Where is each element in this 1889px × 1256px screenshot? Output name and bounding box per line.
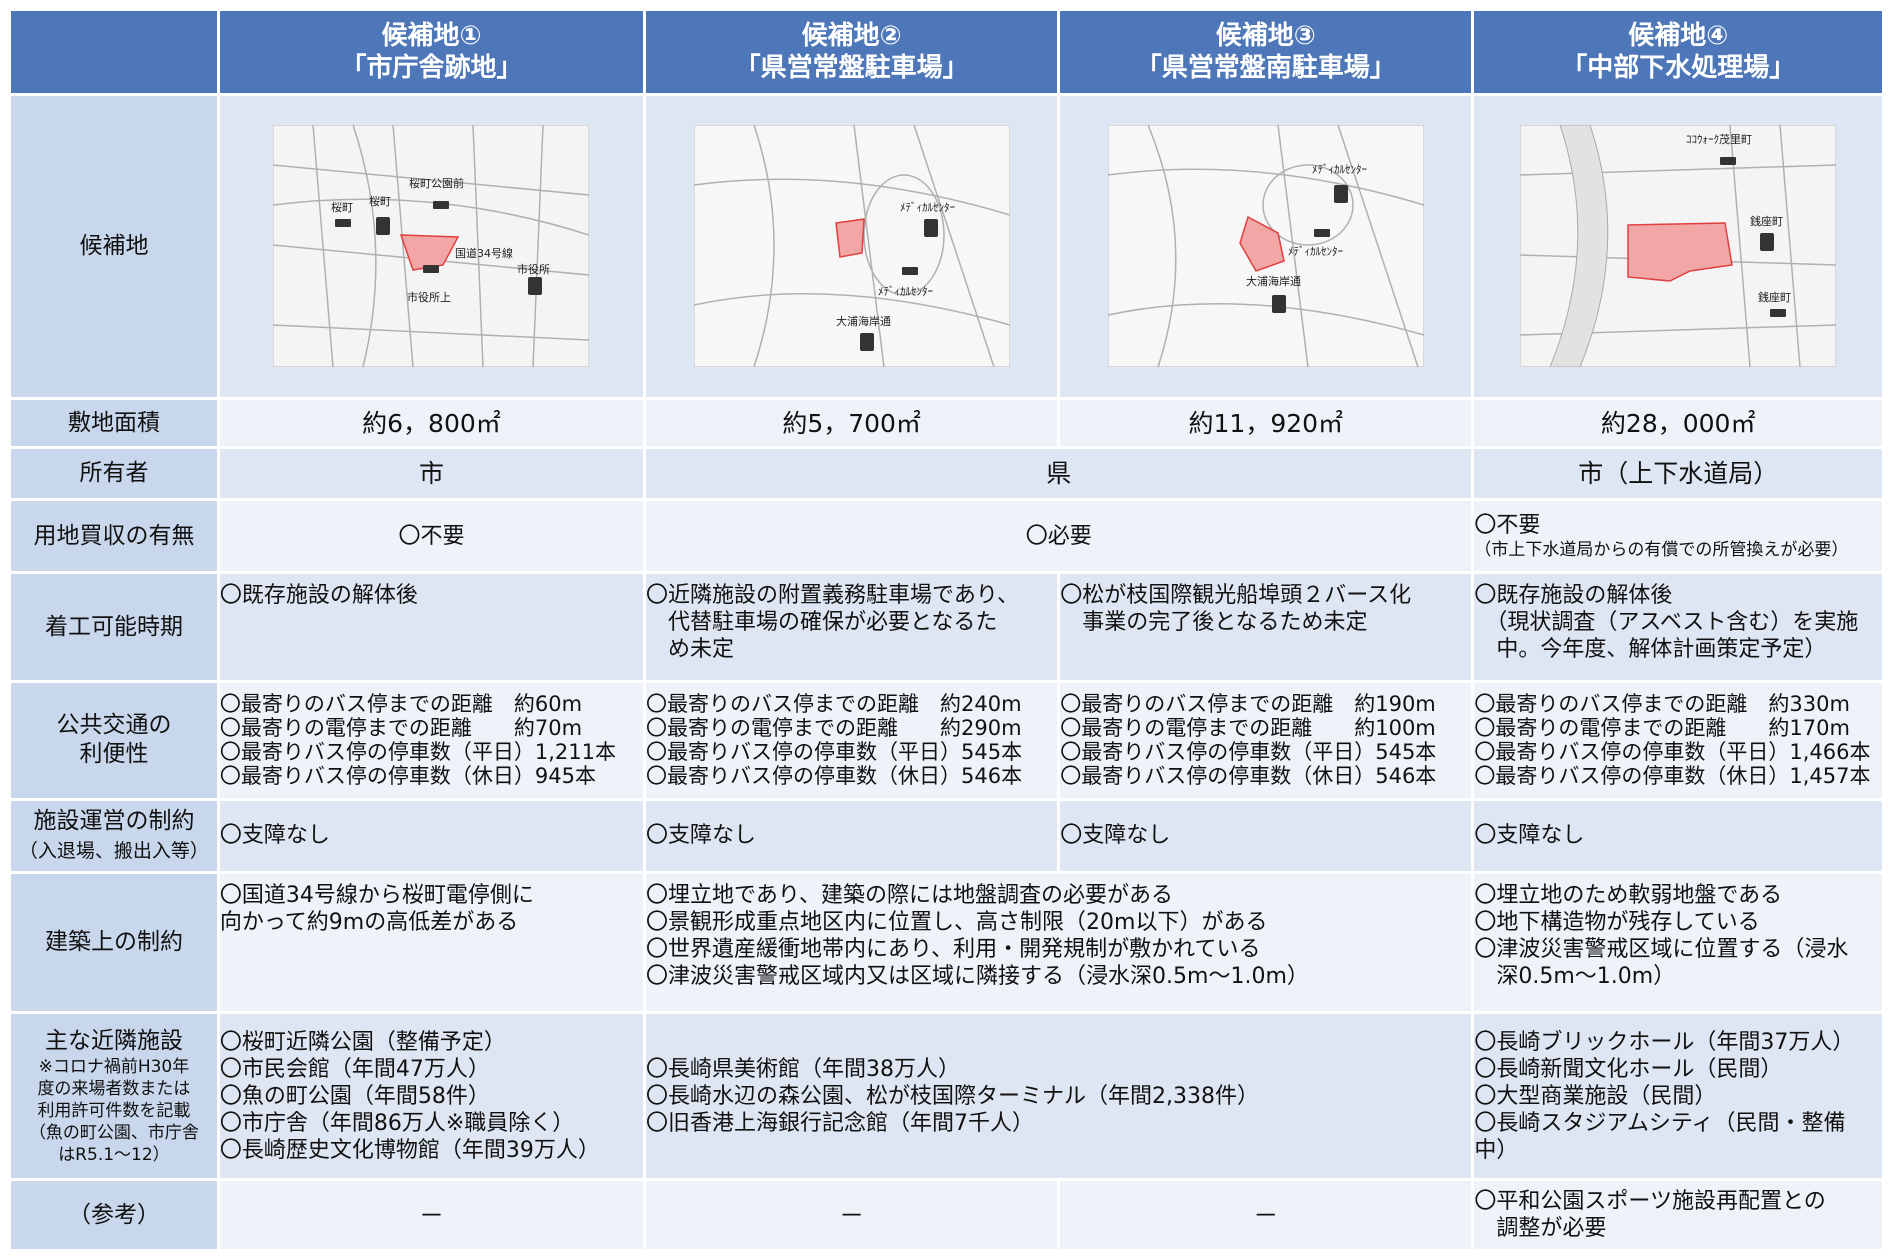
reference-value-1: － (216, 1178, 647, 1252)
site-map-2: ﾒﾃﾞｨｶﾙｾﾝﾀｰ ﾒﾃﾞｨｶﾙｾﾝﾀｰ 大浦海岸通 (643, 92, 1061, 400)
transit-value-1: 〇最寄りのバス停までの距離 約60m 〇最寄りの電停までの距離 約70m 〇最寄… (216, 679, 647, 801)
area-value-3: 約11，920㎡ (1057, 396, 1475, 450)
site-map-4: ｺｺｳｫｰｸ茂里町 銭座町 銭座町 (1471, 92, 1885, 400)
map1-label-2: 桜町 (369, 194, 391, 208)
purchase-value-4: 〇不要 （市上下水道局からの有償での所管換えが必要） (1471, 498, 1885, 575)
label-building: 建築上の制約 (8, 870, 220, 1014)
purchase-value-2-3: 〇必要 (643, 498, 1475, 575)
building-value-4: 〇埋立地のため軟弱地盤である 〇地下構造物が残存している 〇津波災害警戒区域に位… (1471, 870, 1885, 1014)
map3-label-0: ﾒﾃﾞｨｶﾙｾﾝﾀｰ (1312, 163, 1367, 176)
label-reference: （参考） (8, 1178, 220, 1252)
header-candidate-2: 候補地②「県営常盤駐車場」 (643, 8, 1061, 96)
reference-value-4: 〇平和公園スポーツ施設再配置との 調整が必要 (1471, 1178, 1885, 1252)
building-value-1: 〇国道34号線から桜町電停側に 向かって約9mの高低差がある (216, 870, 647, 1014)
header-candidate-3: 候補地③「県営常盤南駐車場」 (1057, 8, 1475, 96)
nearby-value-1: 〇桜町近隣公園（整備予定） 〇市民会館（年間47万人） 〇魚の町公園（年間58件… (216, 1010, 647, 1182)
start-value-3: 〇松が枝国際観光船埠頭２バース化 事業の完了後となるため未定 (1057, 571, 1475, 683)
row-nearby: 主な近隣施設 ※コロナ禍前H30年 度の来場者数または 利用許可件数を記載 （魚… (8, 1010, 1885, 1182)
header-corner (8, 8, 220, 96)
map-candidate-1: 桜町公園前 桜町 桜町 国道34号線 市役所 市役所上 (273, 125, 590, 368)
map1-label-3: 国道34号線 (455, 246, 513, 260)
label-area: 敷地面積 (8, 396, 220, 450)
map1-label-5: 市役所上 (407, 290, 451, 304)
header-candidate-4: 候補地④「中部下水処理場」 (1471, 8, 1885, 96)
row-start: 着工可能時期 〇既存施設の解体後 〇近隣施設の附置義務駐車場であり、 代替駐車場… (8, 571, 1885, 683)
row-operation: 施設運営の制約（入退場、搬出入等） 〇支障なし 〇支障なし 〇支障なし 〇支障な… (8, 797, 1885, 874)
label-operation: 施設運営の制約（入退場、搬出入等） (8, 797, 220, 874)
map4-label-0: ｺｺｳｫｰｸ茂里町 (1686, 132, 1752, 146)
row-purchase: 用地買収の有無 〇不要 〇必要 〇不要 （市上下水道局からの有償での所管換えが必… (8, 498, 1885, 575)
purchase-value-4-main: 〇不要 (1474, 512, 1541, 538)
row-transit: 公共交通の利便性 〇最寄りのバス停までの距離 約60m 〇最寄りの電停までの距離… (8, 679, 1885, 801)
label-purchase: 用地買収の有無 (8, 498, 220, 575)
map2-label-1: ﾒﾃﾞｨｶﾙｾﾝﾀｰ (878, 285, 933, 298)
label-owner: 所有者 (8, 446, 220, 502)
nearby-value-4: 〇長崎ブリックホール（年間37万人） 〇長崎新聞文化ホール（民間） 〇大型商業施… (1471, 1010, 1885, 1182)
row-area: 敷地面積 約6，800㎡ 約5，700㎡ 約11，920㎡ 約28，000㎡ (8, 396, 1885, 450)
operation-value-4: 〇支障なし (1471, 797, 1885, 874)
owner-value-4: 市（上下水道局） (1471, 446, 1885, 502)
operation-value-2: 〇支障なし (643, 797, 1061, 874)
area-value-1: 約6，800㎡ (216, 396, 647, 450)
start-value-1: 〇既存施設の解体後 (216, 571, 647, 683)
comparison-table: 候補地①「市庁舎跡地」 候補地②「県営常盤駐車場」 候補地③「県営常盤南駐車場」… (8, 8, 1885, 1252)
map3-label-1: ﾒﾃﾞｨｶﾙｾﾝﾀｰ (1288, 245, 1343, 258)
map2-label-0: ﾒﾃﾞｨｶﾙｾﾝﾀｰ (900, 201, 955, 214)
start-value-2: 〇近隣施設の附置義務駐車場であり、 代替駐車場の確保が必要となるた め未定 (643, 571, 1061, 683)
nearby-value-2-3: 〇長崎県美術館（年間38万人） 〇長崎水辺の森公園、松が枝国際ターミナル（年間2… (643, 1010, 1475, 1182)
site-map-1: 桜町公園前 桜町 桜町 国道34号線 市役所 市役所上 (216, 92, 647, 400)
row-owner: 所有者 市 県 市（上下水道局） (8, 446, 1885, 502)
map3-label-2: 大浦海岸通 (1246, 274, 1301, 288)
label-transit: 公共交通の利便性 (8, 679, 220, 801)
row-building: 建築上の制約 〇国道34号線から桜町電停側に 向かって約9mの高低差がある 〇埋… (8, 870, 1885, 1014)
map1-label-4: 市役所 (517, 262, 550, 276)
operation-value-3: 〇支障なし (1057, 797, 1475, 874)
site-map-3: ﾒﾃﾞｨｶﾙｾﾝﾀｰ ﾒﾃﾞｨｶﾙｾﾝﾀｰ 大浦海岸通 (1057, 92, 1475, 400)
reference-value-2: － (643, 1178, 1061, 1252)
area-value-4: 約28，000㎡ (1471, 396, 1885, 450)
map1-label-1: 桜町 (331, 200, 353, 214)
map-candidate-3: ﾒﾃﾞｨｶﾙｾﾝﾀｰ ﾒﾃﾞｨｶﾙｾﾝﾀｰ 大浦海岸通 (1107, 125, 1424, 368)
operation-value-1: 〇支障なし (216, 797, 647, 874)
area-value-2: 約5，700㎡ (643, 396, 1061, 450)
row-reference: （参考） － － － 〇平和公園スポーツ施設再配置との 調整が必要 (8, 1178, 1885, 1252)
owner-value-1: 市 (216, 446, 647, 502)
label-start: 着工可能時期 (8, 571, 220, 683)
owner-value-2-3: 県 (643, 446, 1475, 502)
map2-label-2: 大浦海岸通 (836, 314, 891, 328)
row-site: 候補地 桜町公園前 桜町 桜町 国道34号線 市役所 市役所上 (8, 92, 1885, 400)
map4-label-2: 銭座町 (1758, 290, 1791, 304)
transit-value-4: 〇最寄りのバス停までの距離 約330m 〇最寄りの電停までの距離 約170m 〇… (1471, 679, 1885, 801)
purchase-value-4-note: （市上下水道局からの有償での所管換えが必要） (1474, 539, 1849, 560)
label-site: 候補地 (8, 92, 220, 400)
map1-label-0: 桜町公園前 (409, 176, 464, 190)
building-value-2-3: 〇埋立地であり、建築の際には地盤調査の必要がある 〇景観形成重点地区内に位置し、… (643, 870, 1475, 1014)
reference-value-3: － (1057, 1178, 1475, 1252)
map-candidate-4: ｺｺｳｫｰｸ茂里町 銭座町 銭座町 (1520, 125, 1837, 368)
transit-value-3: 〇最寄りのバス停までの距離 約190m 〇最寄りの電停までの距離 約100m 〇… (1057, 679, 1475, 801)
start-value-4: 〇既存施設の解体後 （現状調査（アスベスト含む）を実施 中。今年度、解体計画策定… (1471, 571, 1885, 683)
header-row: 候補地①「市庁舎跡地」 候補地②「県営常盤駐車場」 候補地③「県営常盤南駐車場」… (8, 8, 1885, 96)
label-nearby: 主な近隣施設 ※コロナ禍前H30年 度の来場者数または 利用許可件数を記載 （魚… (8, 1010, 220, 1182)
transit-value-2: 〇最寄りのバス停までの距離 約240m 〇最寄りの電停までの距離 約290m 〇… (643, 679, 1061, 801)
purchase-value-1: 〇不要 (216, 498, 647, 575)
map4-label-1: 銭座町 (1750, 214, 1783, 228)
map-candidate-2: ﾒﾃﾞｨｶﾙｾﾝﾀｰ ﾒﾃﾞｨｶﾙｾﾝﾀｰ 大浦海岸通 (693, 125, 1010, 368)
header-candidate-1: 候補地①「市庁舎跡地」 (216, 8, 647, 96)
